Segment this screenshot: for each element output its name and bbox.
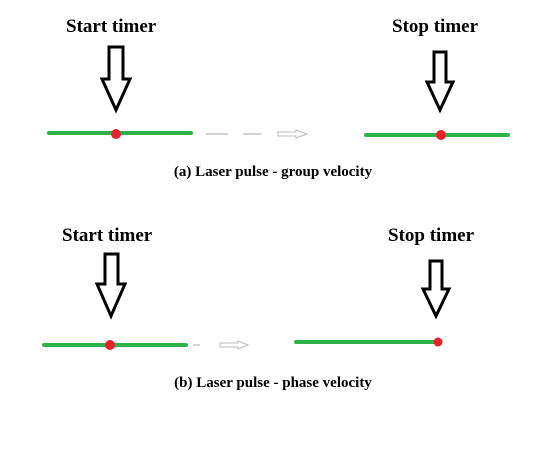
panel-a-start-arrow-icon — [99, 45, 133, 114]
panel-b-stop-timer-label: Stop timer — [388, 225, 475, 246]
panel-b-caption: (b) Laser pulse - phase velocity — [174, 375, 372, 391]
panel-a: Start timer Stop timer (a) Laser pulse -… — [47, 16, 510, 180]
panel-a-stop-arrow-icon — [424, 50, 456, 114]
panel-a-start-timer-label: Start timer — [66, 16, 157, 37]
panel-a-final-peak-marker — [436, 130, 446, 140]
panel-a-stop-timer-label: Stop timer — [392, 16, 479, 37]
panel-b-stop-arrow-icon — [420, 259, 452, 320]
panel-b-start-timer-label: Start timer — [62, 225, 153, 246]
panel-a-initial-peak-marker — [111, 129, 121, 139]
panel-b: Start timer Stop timer (b) Laser pulse -… — [42, 225, 475, 391]
panel-b-start-arrow-icon — [94, 252, 128, 320]
panel-b-travel-arrow-icon — [219, 340, 250, 350]
panel-a-travel-arrow-icon — [277, 129, 309, 139]
panel-b-initial-peak-marker — [105, 340, 115, 350]
panel-a-caption: (a) Laser pulse - group velocity — [174, 164, 373, 180]
panel-b-final-peak-marker — [433, 337, 443, 347]
